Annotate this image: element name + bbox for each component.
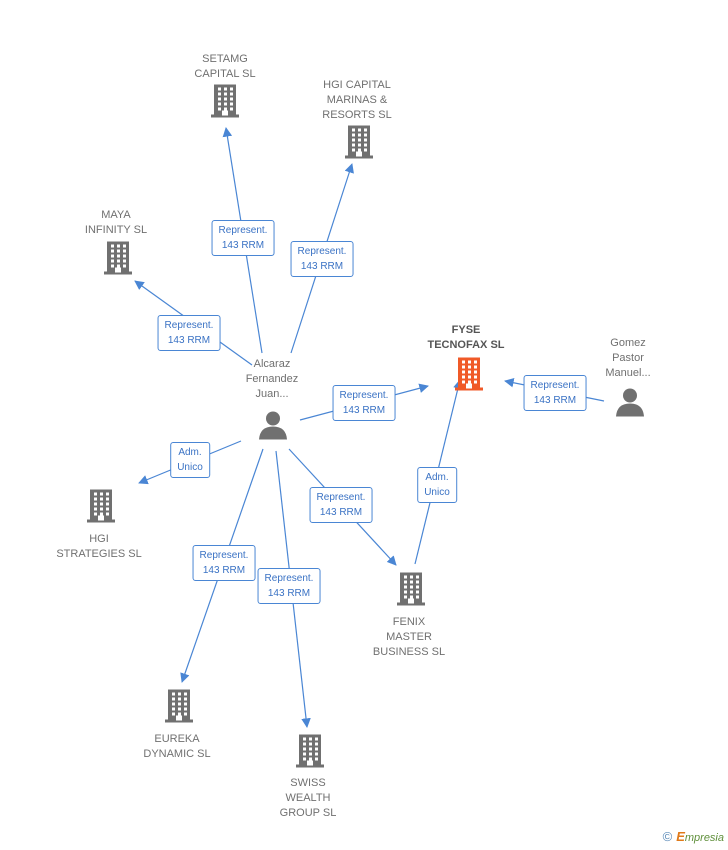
edge-label-alcaraz-to-maya[interactable]: Represent. 143 RRM bbox=[157, 315, 221, 351]
node-label-eureka[interactable]: EUREKA DYNAMIC SL bbox=[143, 733, 211, 760]
footer-brand: ©Empresia bbox=[663, 829, 724, 844]
building-icon[interactable] bbox=[453, 357, 485, 396]
copyright-icon: © bbox=[662, 829, 673, 844]
building-icon[interactable] bbox=[102, 241, 134, 280]
edge-label-gomez-to-fyse[interactable]: Represent. 143 RRM bbox=[523, 375, 587, 411]
person-icon[interactable] bbox=[258, 410, 288, 445]
edge-label-fenix-to-fyse[interactable]: Adm. Unico bbox=[417, 467, 457, 503]
building-icon[interactable] bbox=[395, 572, 427, 611]
building-icon[interactable] bbox=[209, 84, 241, 123]
building-icon[interactable] bbox=[294, 734, 326, 773]
node-label-swiss[interactable]: SWISS WEALTH GROUP SL bbox=[279, 777, 337, 819]
node-label-gomez[interactable]: Gomez Pastor Manuel... bbox=[605, 337, 651, 379]
person-icon[interactable] bbox=[615, 387, 645, 422]
brand-logo-initial: E bbox=[676, 829, 685, 844]
node-label-setamg[interactable]: SETAMG CAPITAL SL bbox=[194, 53, 256, 80]
node-label-fenix[interactable]: FENIX MASTER BUSINESS SL bbox=[372, 616, 446, 658]
edge-label-alcaraz-to-fenix[interactable]: Represent. 143 RRM bbox=[309, 487, 373, 523]
building-icon[interactable] bbox=[85, 489, 117, 528]
building-icon[interactable] bbox=[163, 689, 195, 728]
edge-label-alcaraz-to-swiss[interactable]: Represent. 143 RRM bbox=[257, 568, 321, 604]
building-icon[interactable] bbox=[343, 125, 375, 164]
edge-label-alcaraz-to-hgi-strategies[interactable]: Adm. Unico bbox=[170, 442, 210, 478]
node-label-hgi-capital[interactable]: HGI CAPITAL MARINAS & RESORTS SL bbox=[322, 79, 392, 121]
node-label-alcaraz[interactable]: Alcaraz Fernandez Juan... bbox=[245, 358, 299, 400]
node-label-fyse[interactable]: FYSE TECNOFAX SL bbox=[427, 324, 505, 351]
node-label-maya[interactable]: MAYA INFINITY SL bbox=[84, 209, 148, 236]
edge-label-alcaraz-to-eureka[interactable]: Represent. 143 RRM bbox=[192, 545, 256, 581]
edge-label-alcaraz-to-fyse[interactable]: Represent. 143 RRM bbox=[332, 385, 396, 421]
edge-label-alcaraz-to-setamg[interactable]: Represent. 143 RRM bbox=[211, 220, 275, 256]
edge-label-alcaraz-to-hgi-capital[interactable]: Represent. 143 RRM bbox=[290, 241, 354, 277]
brand-logo-text: mpresia bbox=[684, 832, 724, 844]
node-label-hgi-strategies[interactable]: HGI STRATEGIES SL bbox=[56, 533, 142, 560]
